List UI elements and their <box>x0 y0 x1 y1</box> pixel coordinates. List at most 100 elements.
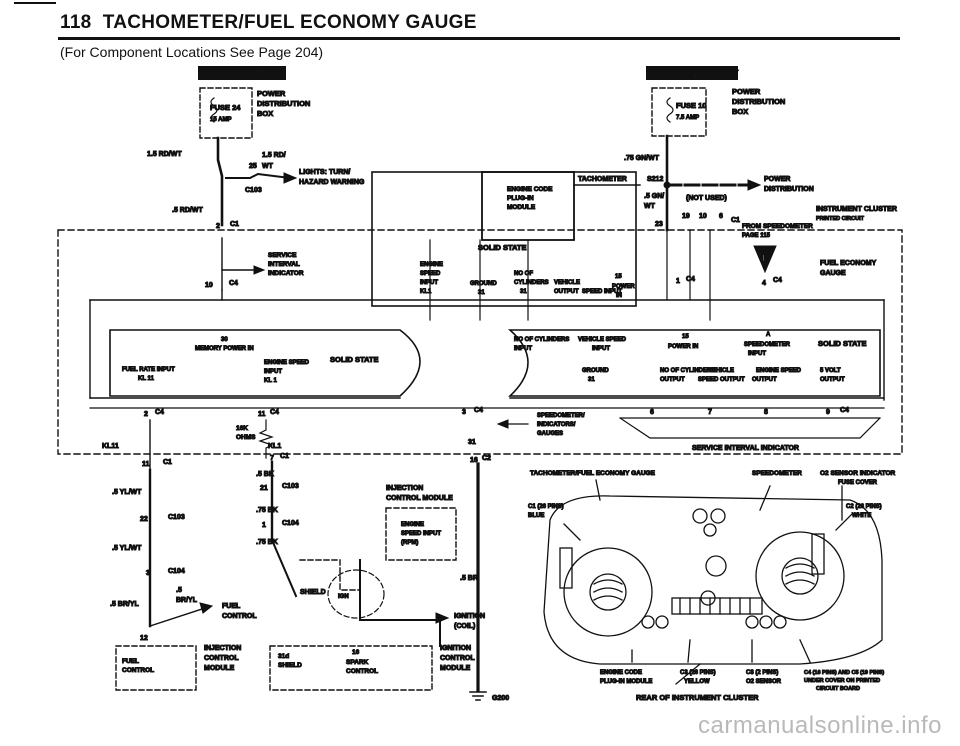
pwr-1: 15 <box>615 274 622 280</box>
page-115-label: PAGE 115 <box>742 233 771 239</box>
fvo-1: 5 VOLT <box>820 368 841 374</box>
resistor-16k <box>258 419 274 459</box>
interval-label: INTERVAL <box>268 261 300 268</box>
ground-symbol <box>469 691 487 701</box>
wire-label-wt: WT <box>262 163 274 170</box>
bm-1: 31d <box>278 653 289 660</box>
fuel-economy-solid-state-right <box>507 329 881 397</box>
cyl-3: 31 <box>520 289 527 295</box>
arrow-fuel-control <box>199 602 214 614</box>
pwr-2: POWER <box>612 284 635 290</box>
engine-speed-4: KL1 <box>420 289 432 295</box>
connector-c4-f: C4 <box>474 407 483 414</box>
tachometer-solid-state-box <box>371 171 637 307</box>
blm-3: MODULE <box>204 665 235 672</box>
pin-16: 16 <box>470 457 478 464</box>
spd-ind-3: GAUGES <box>537 431 563 437</box>
c45-2: UNDER COVER ON PRINTED <box>804 678 880 684</box>
service-interval-bracket <box>619 417 881 439</box>
left-dist-2: DISTRIBUTION <box>257 99 310 108</box>
shield-label: SHIELD <box>300 589 326 596</box>
lights-turn-label: LIGHTS: TURN/ <box>299 169 350 176</box>
ncyl-in-2: INPUT <box>514 346 532 352</box>
ground-g200: G200 <box>492 695 509 702</box>
speedometer-label: SPEEDOMETER <box>752 470 802 477</box>
fuel-economy-solid-state-left <box>109 329 421 397</box>
vsi-1: VEHICLE SPEED <box>578 337 627 343</box>
kl1-label: KL1 <box>268 443 281 450</box>
pin-12: 12 <box>140 635 148 642</box>
not-used-label: (NOT USED) <box>686 195 727 202</box>
ncyl-in-1: NO OF CYLINDERS <box>514 337 569 343</box>
inj-ctrl-2: CONTROL MODULE <box>386 495 453 502</box>
solid-state-right: SOLID STATE <box>818 339 866 348</box>
instrument-cluster-label: INSTRUMENT CLUSTER <box>816 206 897 213</box>
arrow-speedo-ind <box>496 419 509 429</box>
hazard-warning-label: HAZARD WARNING <box>299 179 365 186</box>
wire-ylwt-a: .5 YL/WT <box>112 489 142 496</box>
power-distribution-box-right <box>651 87 707 137</box>
wire-bk5: .5 BK <box>256 471 274 478</box>
connector-c103-c: C103 <box>282 483 299 490</box>
module-label: MODULE <box>507 204 536 211</box>
pin-11b: 11 <box>142 461 150 468</box>
badge-hot-at-all-times <box>198 66 286 80</box>
connector-c103-top: C103 <box>245 187 262 194</box>
ign-label: IGN <box>338 594 349 600</box>
spd-ind-1: SPEEDOMETER/ <box>537 413 585 419</box>
arrow-power-dist <box>747 179 762 191</box>
pin15-2: POWER IN <box>668 344 698 350</box>
wire-label-gn5: .5 GN/ <box>644 193 664 200</box>
arrow-ignition <box>435 612 450 624</box>
connector-c4-g: C4 <box>840 407 849 414</box>
kl11-label: KL11 <box>102 443 119 450</box>
wire-bryl-a: .5 <box>176 587 182 594</box>
bl-2: CONTROL <box>122 667 154 674</box>
eso-2: OUTPUT <box>752 377 777 383</box>
c3-1: C3 (26 PINS) <box>680 670 716 676</box>
right-dist-3: BOX <box>732 107 748 116</box>
blm-2: CONTROL <box>204 655 239 662</box>
pin-3: 3 <box>146 570 150 577</box>
pin-6b: 6 <box>650 409 654 416</box>
instrument-cluster-outline <box>57 229 903 455</box>
ign-coil-2: (COIL) <box>454 623 475 630</box>
c8-1: C8 (2 PINS) <box>746 670 778 676</box>
bottom-mid-module-box <box>269 645 433 691</box>
power-label: POWER <box>764 176 790 183</box>
right-dist-2: DISTRIBUTION <box>732 97 785 106</box>
badge-hot-at-all-times-text: HOT AT ALL TIMES <box>204 69 274 78</box>
wire-label-rdwt15b: 1.5 RD/ <box>262 152 286 159</box>
pin-1b: 1 <box>676 278 680 285</box>
pin-1: 1 <box>262 522 266 529</box>
icm-2: CONTROL <box>440 655 475 662</box>
pin-23: 23 <box>655 221 663 228</box>
cluster-pin-wires <box>666 229 711 321</box>
veh-1: VEHICLE <box>554 280 580 286</box>
fuel-economy-label: FUEL ECONOMY <box>820 260 877 267</box>
fuse-24-symbol <box>210 97 218 123</box>
fuse-24-rating: 15 AMP <box>210 117 231 123</box>
o2-1: O2 SENSOR INDICATOR <box>820 470 896 477</box>
cyl-2: CYLINDERS <box>514 280 549 286</box>
pin-2b: 2 <box>144 411 148 418</box>
connector-c4-d: C4 <box>155 409 164 416</box>
ground-1: GROUND <box>470 281 497 287</box>
pin-10: 10 <box>205 282 213 289</box>
shield-dashed <box>299 559 361 591</box>
shield-ellipse <box>327 569 385 619</box>
pin-10b: 10 <box>699 213 707 220</box>
engine-code-label: ENGINE CODE <box>507 186 553 193</box>
pin-22: 22 <box>140 516 148 523</box>
connector-c4-a: C4 <box>229 280 238 287</box>
pin-6: 6 <box>719 213 723 220</box>
gnd-b-2: 31 <box>588 377 595 383</box>
wire-label-gnwt: .75 GN/WT <box>624 155 660 162</box>
wire-bryl-b: BR/YL <box>176 597 198 604</box>
esr-3: (RPM) <box>401 540 418 546</box>
pin-4: 4 <box>762 280 766 287</box>
wire-label-rdwt15: 1.5 RD/WT <box>147 151 182 158</box>
esr-2: SPEED INPUT <box>401 531 441 537</box>
fuse-10-rating: 7.5 AMP <box>676 115 699 121</box>
